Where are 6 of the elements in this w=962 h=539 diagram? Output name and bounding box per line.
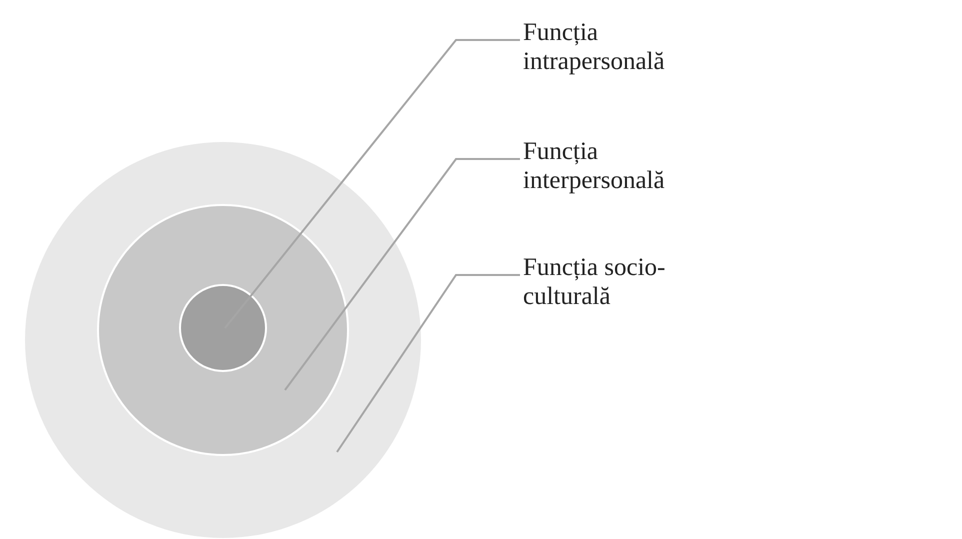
label-text: Funcția interpersonală <box>523 137 723 195</box>
leader-line <box>284 158 520 391</box>
leader-line <box>336 274 520 453</box>
label-text: Funcția intrapersonală <box>523 18 723 76</box>
leader-line <box>224 39 520 329</box>
label-text: Funcția socio-culturală <box>523 253 693 311</box>
